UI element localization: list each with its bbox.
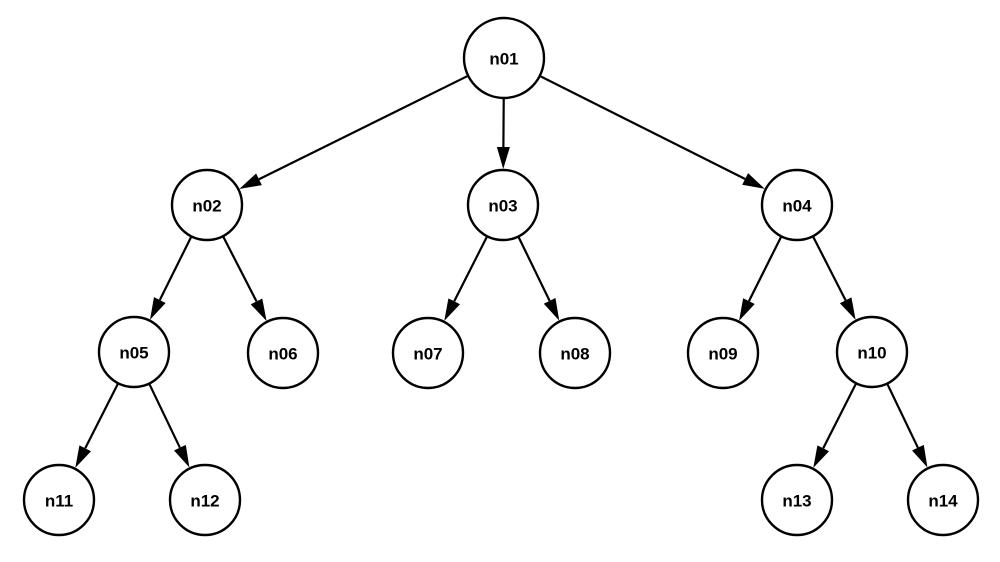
- arrowhead-icon: [742, 173, 765, 189]
- arrowhead-icon: [839, 297, 856, 320]
- node-circle-n09[interactable]: [686, 316, 760, 390]
- node-circle-n01[interactable]: [462, 16, 546, 100]
- edge-n02-to-n05: [150, 236, 192, 320]
- edge-n10-to-n13: [813, 383, 857, 468]
- edge-n04-to-n10: [812, 236, 856, 320]
- node-circle-n02[interactable]: [170, 168, 244, 242]
- arrowhead-icon: [912, 444, 928, 468]
- node-n12[interactable]: n12: [168, 463, 242, 537]
- node-n05[interactable]: n05: [97, 315, 171, 389]
- node-label-n13: n13: [782, 492, 811, 511]
- node-label-n14: n14: [928, 492, 958, 511]
- node-label-n08: n08: [560, 345, 589, 364]
- arrowhead-icon: [75, 445, 92, 468]
- arrowhead-icon: [813, 445, 830, 468]
- edge-n02-to-n06: [222, 236, 267, 321]
- node-label-n02: n02: [192, 197, 221, 216]
- node-n08[interactable]: n08: [538, 316, 612, 390]
- node-label-n12: n12: [190, 492, 219, 511]
- node-circle-n10[interactable]: [835, 315, 909, 389]
- node-circle-n12[interactable]: [168, 463, 242, 537]
- node-circle-n05[interactable]: [97, 315, 171, 389]
- node-n07[interactable]: n07: [391, 316, 465, 390]
- node-n02[interactable]: n02: [170, 168, 244, 242]
- edges-layer: [75, 75, 928, 468]
- edge-n10-to-n14: [886, 383, 928, 468]
- arrowhead-icon: [739, 298, 755, 321]
- nodes-layer: n01 n02 n03 n04 n05 n06 n07 n08 n09 n10 n11 n12 n13 n…: [22, 16, 980, 537]
- node-label-n05: n05: [119, 344, 148, 363]
- edge-n01-to-n02: [239, 75, 468, 190]
- node-circle-n08[interactable]: [538, 316, 612, 390]
- node-label-n06: n06: [268, 345, 297, 364]
- edge-n01-to-n04: [540, 75, 765, 189]
- arrowhead-icon: [444, 298, 461, 321]
- arrowhead-icon: [543, 298, 560, 321]
- node-label-n09: n09: [708, 345, 737, 364]
- node-circle-n13[interactable]: [760, 463, 834, 537]
- node-n10[interactable]: n10: [835, 315, 909, 389]
- node-label-n07: n07: [413, 345, 442, 364]
- edge-n03-to-n08: [517, 236, 560, 321]
- edge-n01-to-n03: [496, 98, 510, 169]
- edge-n04-to-n09: [739, 236, 782, 321]
- node-n11[interactable]: n11: [22, 463, 96, 537]
- node-circle-n07[interactable]: [391, 316, 465, 390]
- edge-n05-to-n12: [148, 383, 190, 468]
- edge-n03-to-n07: [444, 236, 488, 321]
- node-label-n04: n04: [782, 197, 812, 216]
- node-n04[interactable]: n04: [760, 168, 834, 242]
- node-circle-n06[interactable]: [246, 316, 320, 390]
- node-n14[interactable]: n14: [906, 463, 980, 537]
- arrowhead-icon: [496, 146, 510, 169]
- node-label-n10: n10: [857, 344, 886, 363]
- node-n01[interactable]: n01: [462, 16, 546, 100]
- node-circle-n03[interactable]: [466, 168, 540, 242]
- node-n13[interactable]: n13: [760, 463, 834, 537]
- node-n09[interactable]: n09: [686, 316, 760, 390]
- arrowhead-icon: [174, 444, 190, 468]
- arrowhead-icon: [250, 298, 267, 321]
- node-circle-n11[interactable]: [22, 463, 96, 537]
- node-circle-n14[interactable]: [906, 463, 980, 537]
- edge-n05-to-n11: [75, 383, 119, 468]
- node-circle-n04[interactable]: [760, 168, 834, 242]
- arrowhead-icon: [239, 173, 262, 190]
- node-label-n01: n01: [489, 50, 518, 69]
- arrowhead-icon: [150, 297, 166, 320]
- node-label-n11: n11: [45, 492, 73, 511]
- node-label-n03: n03: [488, 197, 517, 216]
- node-n06[interactable]: n06: [246, 316, 320, 390]
- node-n03[interactable]: n03: [466, 168, 540, 242]
